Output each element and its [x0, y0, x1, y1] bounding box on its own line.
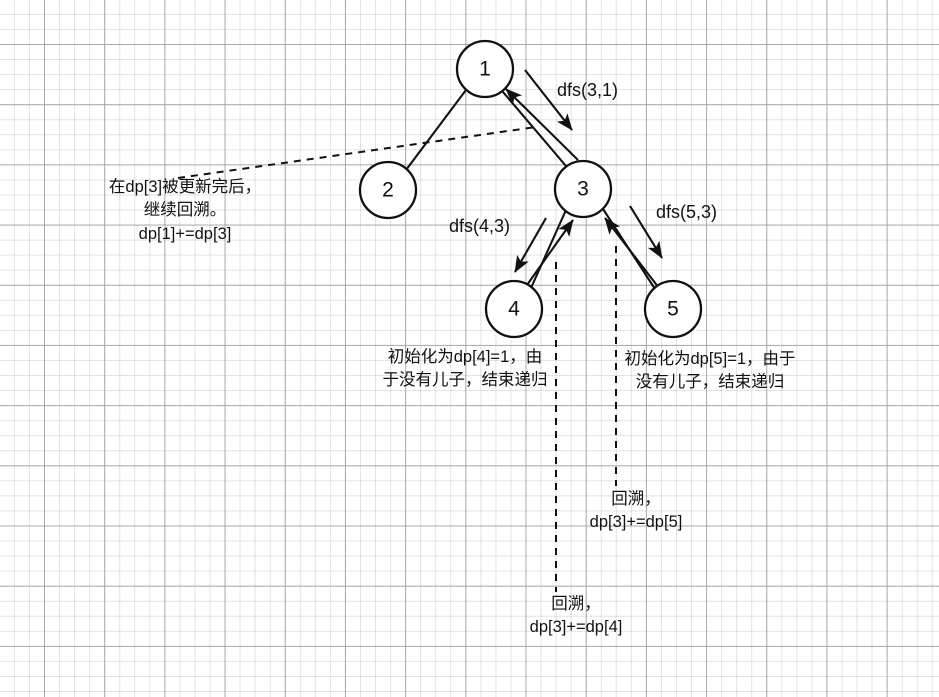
annotation-dp5-init: 初始化为dp[5]=1，由于 没有儿子，结束递归 — [624, 350, 796, 392]
leader-line-backtrack-root — [177, 126, 537, 179]
annotation-backtrack-5: 回溯， dp[3]+=dp[5] — [589, 490, 683, 532]
edge-label-group: dfs(3,1) dfs(4,3) dfs(5,3) — [449, 80, 717, 236]
tree-nodes: 1 2 3 4 5 — [358, 39, 703, 339]
node-1-label: 1 — [479, 58, 491, 81]
node-3-label: 3 — [577, 178, 589, 201]
node-5-label: 5 — [667, 298, 679, 321]
node-3-circle — [553, 159, 613, 219]
annotation-backtrack-root: 在dp[3]被更新完后， 继续回溯。 dp[1]+=dp[3] — [108, 178, 262, 243]
node-4-label: 4 — [508, 298, 520, 321]
return-arrows — [505, 88, 660, 289]
call-arrow-dfs-3-1 — [524, 69, 573, 131]
tree-edge-1-3 — [501, 90, 568, 168]
node-1[interactable]: 1 — [455, 39, 515, 99]
edge-label-dfs-5-3: dfs(5,3) — [656, 202, 717, 222]
node-4[interactable]: 4 — [484, 279, 544, 339]
node-4-circle — [484, 279, 544, 339]
node-5[interactable]: 5 — [643, 279, 703, 339]
call-arrows — [514, 69, 663, 273]
node-1-circle — [455, 39, 515, 99]
return-arrow-3-to-1 — [505, 88, 579, 161]
annotation-dp4-init: 初始化为dp[4]=1，由 于没有儿子，结束递归 — [382, 348, 548, 390]
node-5-circle — [643, 279, 703, 339]
return-arrow-4-to-3 — [526, 219, 574, 286]
edge-label-dfs-3-1: dfs(3,1) — [557, 80, 618, 100]
node-2[interactable]: 2 — [358, 160, 418, 220]
node-3[interactable]: 3 — [553, 159, 613, 219]
leader-lines — [177, 126, 617, 592]
return-arrow-5-to-3 — [604, 217, 660, 289]
tree-edges — [404, 88, 657, 291]
annotation-backtrack-4: 回溯， dp[3]+=dp[4] — [529, 595, 623, 637]
call-arrow-dfs-5-3 — [629, 205, 663, 259]
tree-edge-3-4 — [529, 208, 568, 290]
call-arrow-dfs-4-3 — [514, 217, 547, 273]
node-2-label: 2 — [382, 179, 394, 202]
tree-edge-1-2 — [404, 88, 468, 172]
node-2-circle — [358, 160, 418, 220]
edge-label-dfs-4-3: dfs(4,3) — [449, 216, 510, 236]
